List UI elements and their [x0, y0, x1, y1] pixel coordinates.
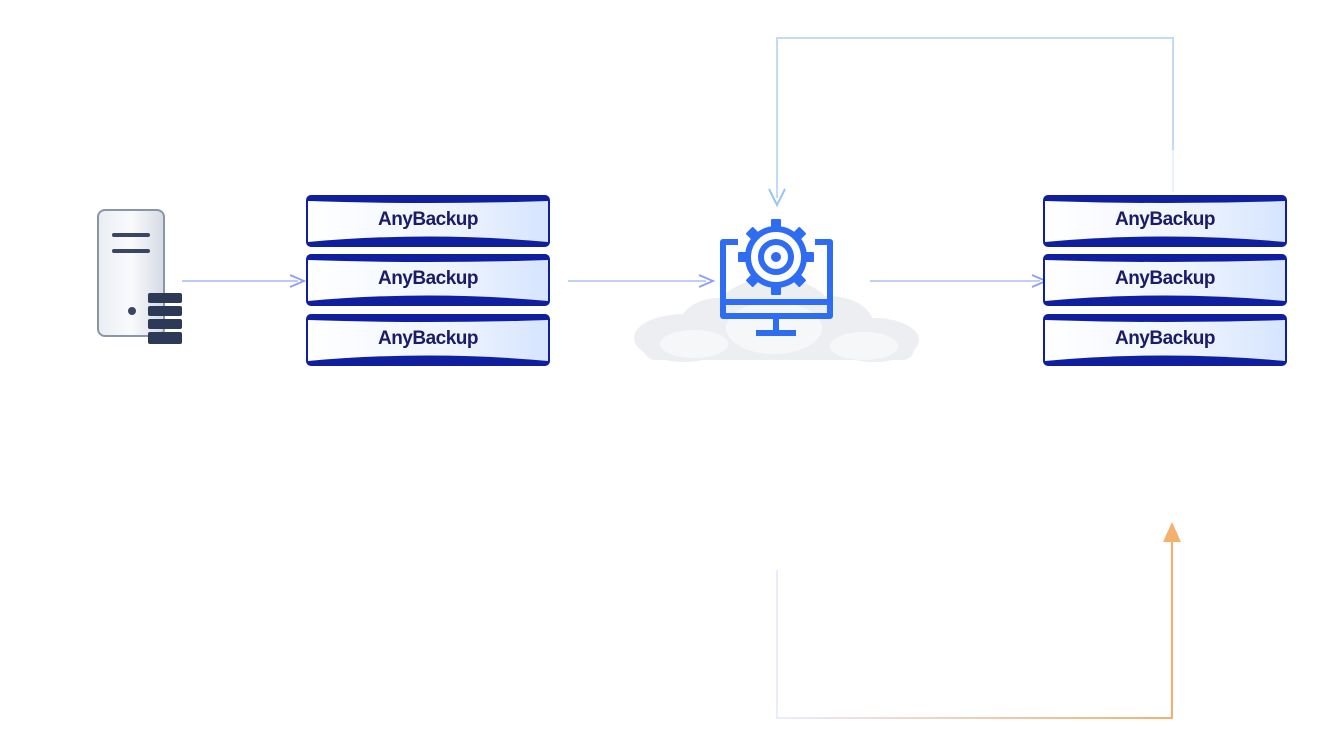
loop-arrow-bottom: [776, 532, 1173, 719]
database-icon: [148, 293, 182, 344]
appliance-frame: [306, 254, 550, 306]
arrowhead-server-to-source: [289, 274, 307, 288]
appliance-frame: [306, 314, 550, 366]
appliance-label: AnyBackup: [1114, 328, 1216, 349]
target-appliance-1: AnyBackup: [1043, 195, 1287, 247]
arrowhead-source-to-center: [698, 274, 716, 288]
target-cluster: AnyBackup AnyBackup AnyBackup: [1043, 195, 1289, 370]
appliance-label: AnyBackup: [1114, 209, 1216, 230]
monitor-with-gear-icon: [720, 219, 833, 336]
arrowhead-loop-bottom: [1163, 522, 1181, 542]
source-appliance-2: AnyBackup: [306, 254, 550, 306]
gear-icon: [738, 219, 814, 295]
appliance-label: AnyBackup: [377, 328, 479, 349]
appliance-label: AnyBackup: [377, 268, 479, 289]
appliance-frame: [1043, 254, 1287, 306]
source-appliance-3: AnyBackup: [306, 314, 550, 366]
source-appliance-1: AnyBackup: [306, 195, 550, 247]
appliance-frame: [1043, 195, 1287, 247]
server-with-database-icon: [97, 209, 182, 344]
source-cluster: AnyBackup AnyBackup AnyBackup: [306, 195, 552, 370]
appliance-label: AnyBackup: [1114, 268, 1216, 289]
appliance-frame: [306, 195, 550, 247]
target-appliance-2: AnyBackup: [1043, 254, 1287, 306]
target-appliance-3: AnyBackup: [1043, 314, 1287, 366]
appliance-frame: [1043, 314, 1287, 366]
appliance-label: AnyBackup: [377, 209, 479, 230]
arrowhead-loop-top: [768, 188, 786, 208]
loop-arrow-top: [776, 37, 1174, 198]
